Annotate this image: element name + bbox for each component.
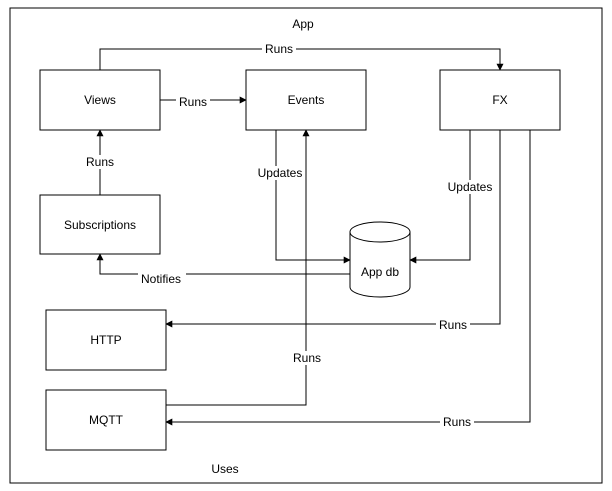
node-events[interactable]: Events — [245, 69, 367, 131]
edge-label-bg — [446, 180, 494, 194]
node-fx[interactable]: FX — [439, 69, 561, 131]
uses-label: Uses — [211, 462, 238, 476]
edge-label-bg — [436, 318, 470, 332]
edge-label-bg — [176, 94, 210, 108]
node-subscriptions-label: Subscriptions — [64, 218, 136, 232]
node-mqtt-label: MQTT — [89, 413, 124, 427]
node-mqtt[interactable]: MQTT — [45, 389, 167, 451]
edge-views-to-fx — [99, 48, 504, 71]
edge-label-mqtt-to-events: Runs — [293, 351, 321, 365]
node-http[interactable]: HTTP — [45, 309, 167, 371]
edge-label-bg — [138, 271, 186, 285]
node-app-db-label: App db — [361, 265, 399, 279]
edge-label-views-to-fx: Runs — [265, 42, 293, 56]
edge-label-subscriptions-to-views: Runs — [86, 155, 114, 169]
node-events-label: Events — [288, 93, 325, 107]
edge-label-views-to-events: Runs — [179, 95, 207, 109]
edge-label-events-to-appdb: Updates — [258, 166, 303, 180]
node-app-db[interactable]: App db — [349, 221, 411, 298]
edge-label-fx-to-mqtt: Runs — [443, 415, 471, 429]
edge-label-bg — [440, 415, 474, 429]
edge-fx-to-mqtt — [165, 130, 531, 426]
app-title: App — [292, 17, 314, 31]
node-fx-label: FX — [492, 93, 507, 107]
node-http-label: HTTP — [90, 333, 121, 347]
node-views-label: Views — [84, 93, 116, 107]
edge-mqtt-to-events — [166, 129, 310, 406]
edge-appdb-to-subscriptions — [96, 253, 350, 275]
edge-label-bg — [290, 351, 324, 365]
edge-label-bg — [254, 166, 300, 180]
edge-label-bg — [262, 42, 296, 56]
edge-label-bg — [84, 155, 116, 169]
node-views[interactable]: Views — [39, 69, 161, 131]
edge-label-fx-to-appdb: Updates — [448, 180, 493, 194]
edge-fx-to-http — [165, 130, 501, 328]
edge-label-fx-to-http: Runs — [439, 318, 467, 332]
node-subscriptions[interactable]: Subscriptions — [39, 194, 161, 255]
edge-label-appdb-to-subscriptions: Notifies — [141, 272, 181, 286]
edge-fx-to-appdb — [409, 130, 471, 264]
